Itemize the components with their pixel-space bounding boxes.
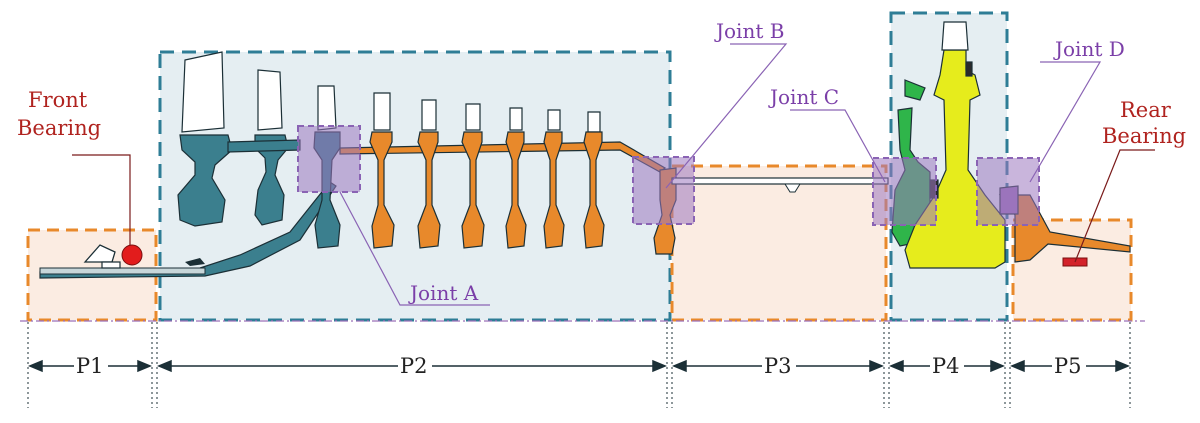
labels: Front Bearing Rear Bearing Joint A Joint… <box>17 19 1186 305</box>
region-box-p2 <box>158 50 672 322</box>
compressor-blue-disks <box>177 51 341 249</box>
front-bearing-label-line1: Front <box>28 88 88 112</box>
section-label-p2: P2 <box>400 354 428 378</box>
leader-lines <box>72 43 1155 306</box>
joint-d-label: Joint D <box>1053 37 1125 61</box>
joint-boxes <box>297 125 1040 226</box>
section-label-p3: P3 <box>764 354 792 378</box>
dimension-lines <box>27 322 1131 408</box>
front-bearing-icon <box>121 244 143 266</box>
joint-box-c <box>872 157 937 226</box>
section-labels: P1 P2 P3 P4 P5 <box>74 354 1086 378</box>
rear-bearing-label-line1: Rear <box>1120 98 1172 122</box>
joint-box-d <box>976 157 1040 226</box>
section-label-p4: P4 <box>932 354 960 378</box>
region-box-p3 <box>670 164 888 322</box>
joint-a-label: Joint A <box>408 281 479 305</box>
rear-bearing-label-line2: Bearing <box>1102 124 1186 148</box>
joint-b-label: Joint B <box>714 19 784 43</box>
section-label-p5: P5 <box>1054 354 1082 378</box>
joint-box-a <box>297 125 361 193</box>
section-label-p1: P1 <box>76 354 104 378</box>
front-bearing-label-line2: Bearing <box>17 116 101 140</box>
joint-c-label: Joint C <box>768 85 839 109</box>
joint-box-b <box>632 156 695 225</box>
